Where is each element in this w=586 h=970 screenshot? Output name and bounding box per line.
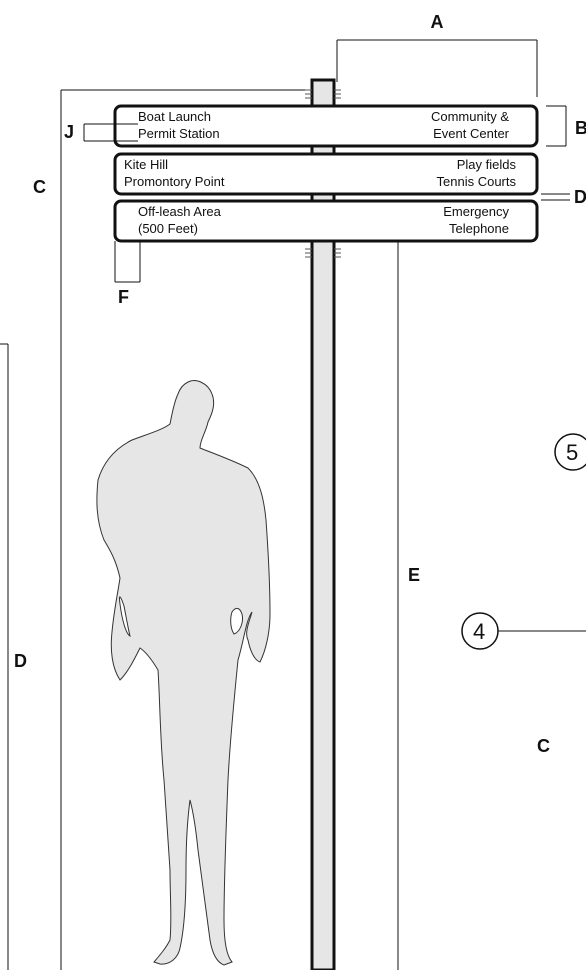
sign-3-left-line-1: Off-leash Area [138,204,222,219]
sign-3-right-line-1: Emergency [443,204,509,219]
sign-panel-2 [113,152,539,196]
dimension-label-f: F [118,287,129,307]
sign-1-left-line-1: Boat Launch [138,109,211,124]
dimension-label-j: J [64,122,74,142]
dimension-label-d-left: D [14,651,27,671]
dimension-label-b: B [575,118,586,138]
silhouette-pocket-left [119,596,131,637]
sign-3-right-line-2: Telephone [449,221,509,236]
dimension-f-bracket [114,241,141,283]
sign-panel-3 [113,199,539,243]
dimension-label-c-left: C [33,177,46,197]
sign-1-right-line-2: Event Center [433,126,510,141]
dimension-label-a: A [431,12,444,32]
sign-1-left-line-2: Permit Station [138,126,220,141]
dimension-c-line [60,89,310,970]
sign-3-left-line-2: (500 Feet) [138,221,198,236]
dimension-d-left-line [0,343,9,970]
mounting-hardware-bottom [305,248,341,258]
mounting-hardware-top [305,89,341,99]
sign-1-right-line-1: Community & [431,109,509,124]
dimension-label-c-right: C [537,736,550,756]
dimension-b-bracket [546,105,567,147]
callout-5-number: 5 [566,440,578,465]
dimension-j-bracket [83,123,138,142]
dimension-d-gap-marker [541,193,570,201]
sign-2-right-line-1: Play fields [457,157,517,172]
sign-2-left-line-2: Promontory Point [124,174,225,189]
human-silhouette [96,380,271,966]
callout-4-number: 4 [473,619,485,644]
sign-2-left-line-1: Kite Hill [124,157,168,172]
sign-panel-1 [113,104,539,148]
silhouette-pocket-right [230,607,243,635]
dimension-label-e: E [408,565,420,585]
sign-2-right-line-2: Tennis Courts [437,174,517,189]
dimension-a-bracket [336,39,538,97]
sign-post [310,78,336,970]
dimension-label-d-right: D [574,187,586,207]
callout-5-circle [554,433,586,471]
